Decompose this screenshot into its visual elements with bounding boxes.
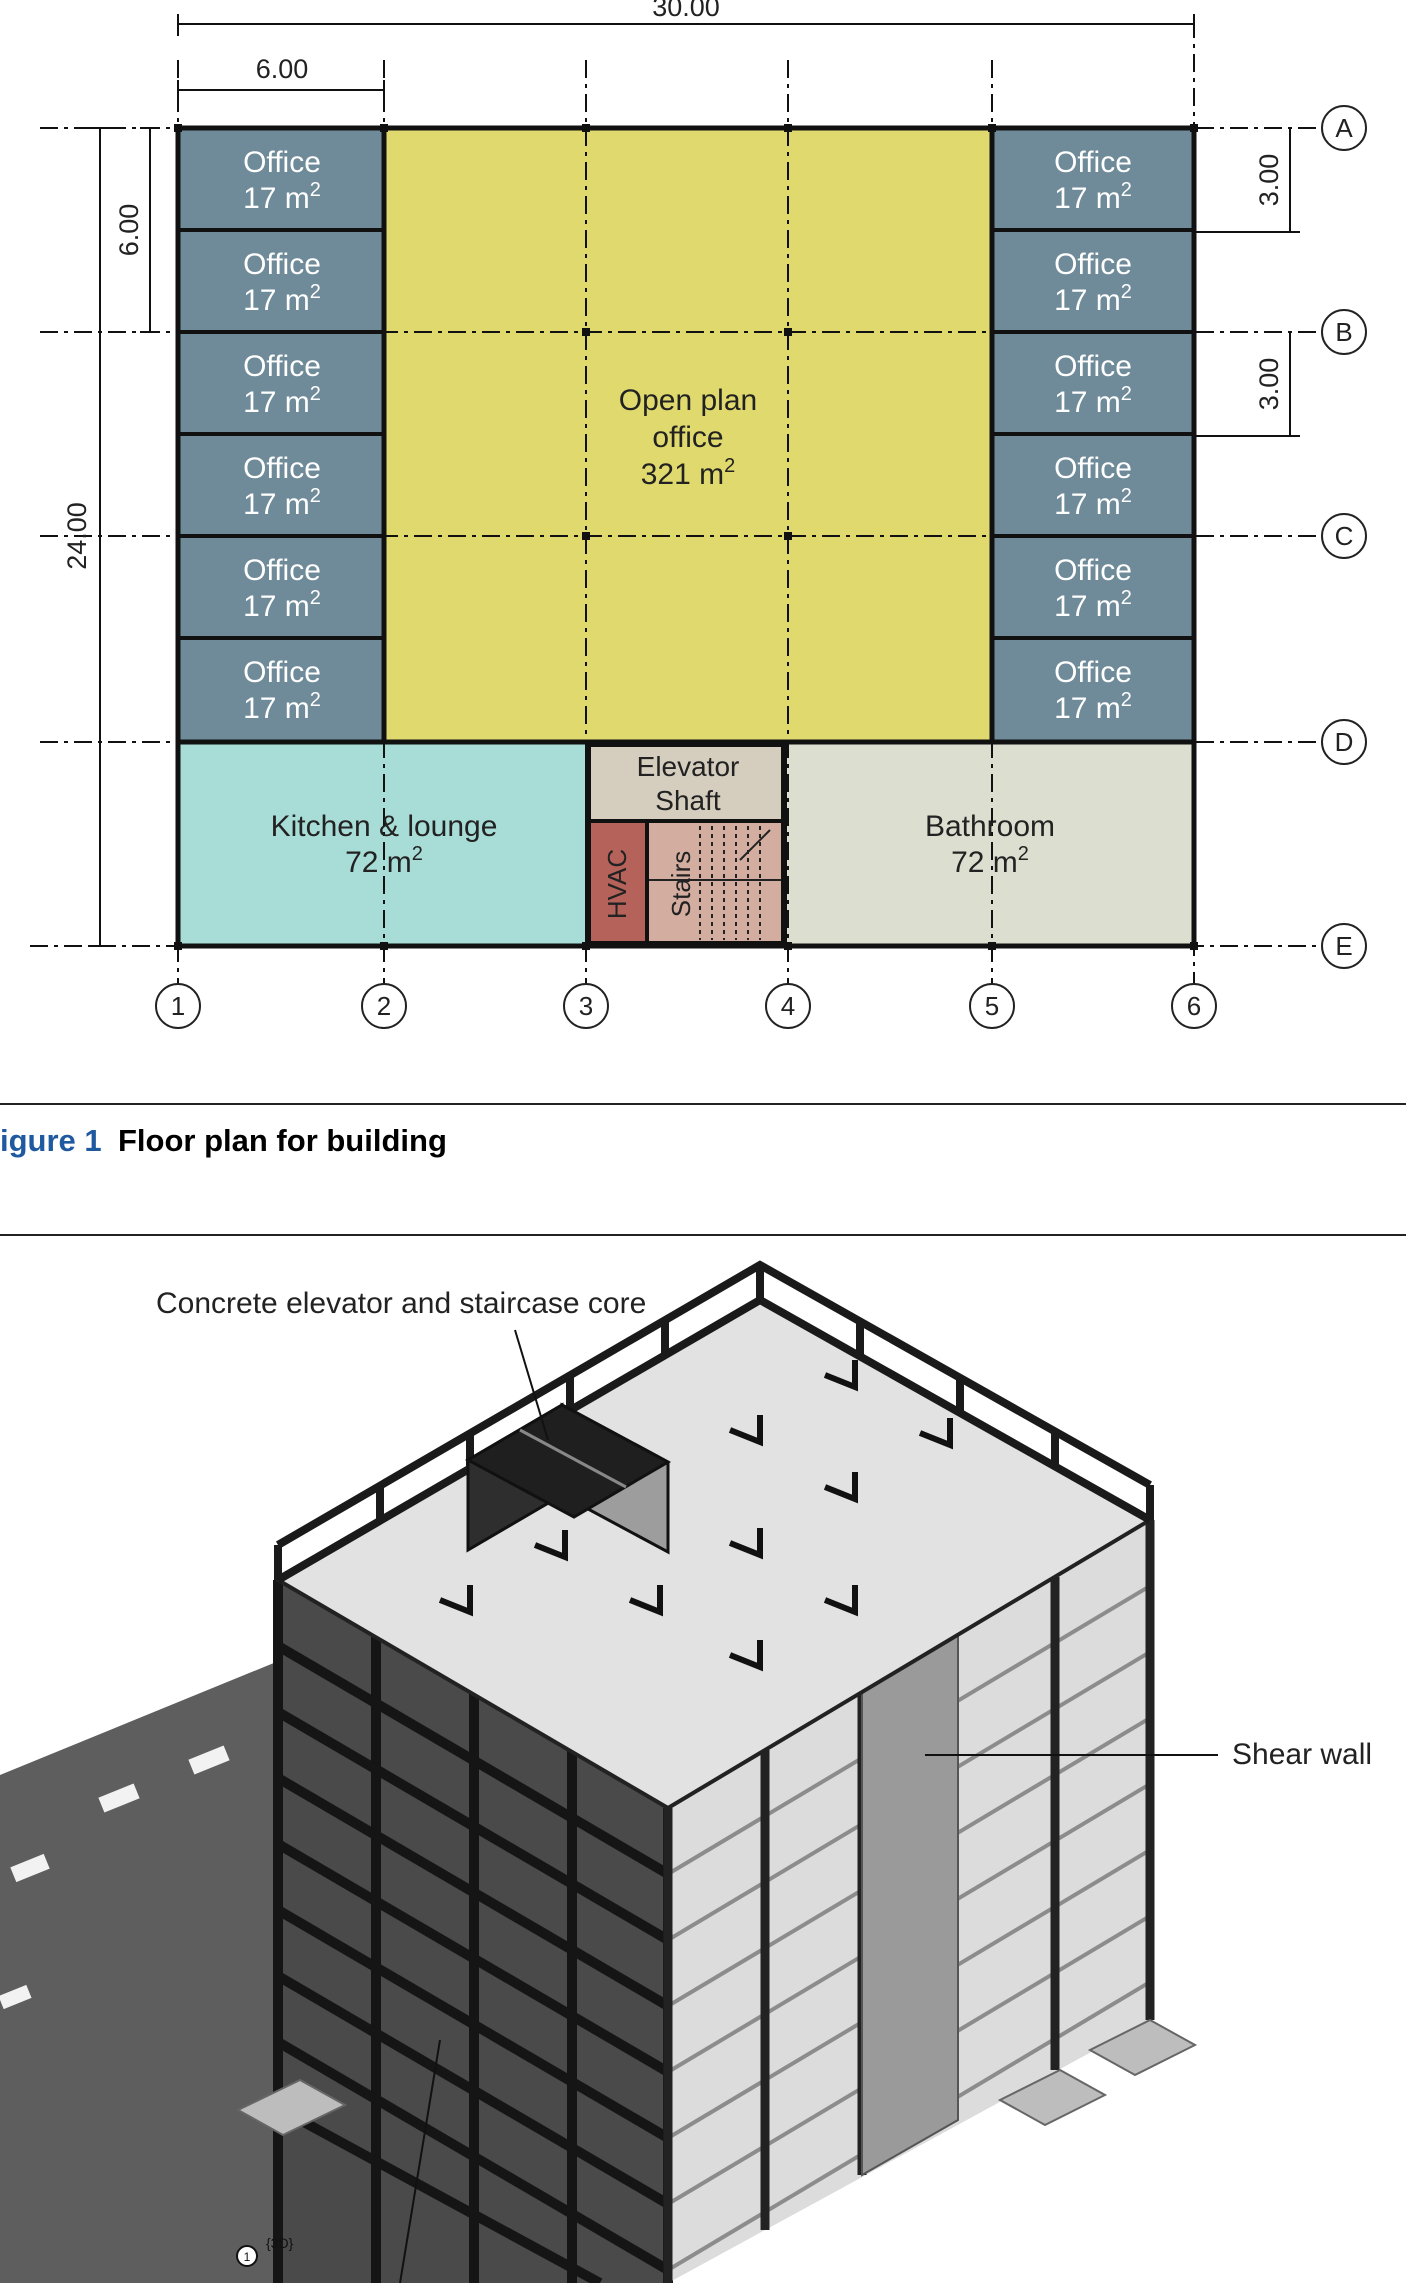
left-facade (278, 1580, 668, 2283)
open-plan-area: 321 m2 (641, 455, 736, 491)
stairs-room (648, 822, 784, 944)
grid-column-bubbles: 1 2 3 4 5 6 (155, 983, 1217, 1029)
roof-slab (274, 1297, 1154, 1811)
right-facade-columns (663, 1520, 1155, 2283)
grid-col-3: 3 (579, 991, 593, 1021)
left-facade-frame (273, 1580, 673, 2283)
kitchen-label: Kitchen & lounge (271, 810, 498, 843)
office-area: 17 m2 (243, 689, 321, 725)
office-area: 17 m2 (1054, 281, 1132, 317)
right-facade-slabs (666, 1584, 1152, 2272)
grid-col-6: 6 (1187, 991, 1201, 1021)
office-area: 17 m2 (243, 383, 321, 419)
office-area: 17 m2 (243, 485, 321, 521)
office-name: Office (243, 554, 321, 587)
figure-title: Floor plan for building (118, 1123, 447, 1158)
shear-wall (861, 1632, 959, 2177)
overall-width-label: 30.00 (652, 0, 720, 22)
open-plan-label: Open plan (619, 384, 757, 417)
office-name: Office (243, 350, 321, 383)
office-depth-label-2: 3.00 (1254, 358, 1284, 411)
stairs-detail (648, 826, 784, 940)
grid-lines (30, 20, 1316, 990)
room-labels: Open plan office 321 m2 Kitchen & lounge… (271, 384, 1055, 919)
bathroom-label: Bathroom (925, 810, 1055, 843)
grid-row-bubbles: A B C D E (1321, 105, 1367, 969)
office-name: Office (1054, 248, 1132, 281)
grid-row-e: E (1335, 931, 1352, 961)
view-marker-text: {3D} (266, 2235, 294, 2251)
office-name: Office (1054, 656, 1132, 689)
bay-depth-label: 6.00 (114, 204, 144, 257)
floor-plan: 30.00 6.00 24.00 6.00 3.00 3.00 A B C D … (30, 0, 1367, 1029)
elevator-label: Elevator (637, 751, 740, 782)
elevator-shaft (588, 744, 784, 820)
office-name: Office (1054, 146, 1132, 179)
grid-col-5: 5 (985, 991, 999, 1021)
view-marker-icon (236, 2245, 258, 2267)
office-name: Office (243, 656, 321, 689)
hvac-room (588, 822, 646, 944)
grid-nodes (174, 124, 1198, 950)
kitchen-area: 72 m2 (345, 843, 423, 879)
overall-depth-label: 24.00 (62, 502, 92, 570)
roof-column-stubs (438, 1360, 953, 1672)
office-area: 17 m2 (1054, 383, 1132, 419)
figure-number: igure 1 (0, 1123, 102, 1158)
ground-shadow (0, 1640, 640, 2283)
shear-wall-label: Shear wall (1232, 1738, 1372, 1771)
left-office-blocks (178, 128, 384, 740)
grid-row-c: C (1335, 521, 1354, 551)
figure-caption: igure 1 Floor plan for building (0, 1105, 1406, 1185)
view-marker-number: 1 (244, 2250, 251, 2264)
open-plan-room (384, 128, 992, 740)
bathroom-area: 72 m2 (951, 843, 1029, 879)
hvac-label: HVAC (602, 849, 632, 919)
office-depth-label-1: 3.00 (1254, 154, 1284, 207)
elevator-core-box (464, 1402, 672, 1555)
office-name: Office (243, 248, 321, 281)
office-name: Office (1054, 554, 1132, 587)
core-callout-line (514, 1329, 549, 1441)
elevator-label-2: Shaft (655, 785, 721, 816)
open-plan-label-2: office (652, 421, 723, 454)
dimension-lines (90, 14, 1300, 947)
grid-row-b: B (1335, 317, 1352, 347)
caption-bottom-rule (0, 1234, 1406, 1236)
shadow-window-marks (0, 1745, 230, 2010)
bathroom-room (786, 742, 1194, 946)
grid-row-a: A (1335, 113, 1353, 143)
grid-col-4: 4 (781, 991, 795, 1021)
bay-width-label: 6.00 (256, 54, 309, 84)
right-office-blocks (992, 128, 1194, 740)
grid-row-d: D (1335, 727, 1354, 757)
office-area: 17 m2 (1054, 485, 1132, 521)
office-area: 17 m2 (1054, 179, 1132, 215)
right-office-labels: Office 17 m2 Office 17 m2 Office 17 m2 O… (1054, 146, 1132, 725)
roof-parapet (274, 1260, 1154, 1584)
office-name: Office (1054, 452, 1132, 485)
grid-col-2: 2 (377, 991, 391, 1021)
office-area: 17 m2 (243, 281, 321, 317)
core-label: Concrete elevator and staircase core (156, 1287, 646, 1320)
left-office-labels: Office 17 m2 Office 17 m2 Office 17 m2 O… (243, 146, 321, 725)
office-area: 17 m2 (243, 587, 321, 623)
office-area: 17 m2 (1054, 689, 1132, 725)
caption-top-rule (0, 1103, 1406, 1105)
right-facade (668, 1520, 1150, 2283)
office-name: Office (243, 146, 321, 179)
stairs-label: Stairs (666, 851, 696, 917)
office-area: 17 m2 (1054, 587, 1132, 623)
footings (235, 2018, 1198, 2137)
bottom-callout-line (399, 2039, 441, 2283)
office-name: Office (1054, 350, 1132, 383)
office-area: 17 m2 (243, 179, 321, 215)
kitchen-room (178, 742, 586, 946)
grid-col-1: 1 (171, 991, 185, 1021)
office-name: Office (243, 452, 321, 485)
